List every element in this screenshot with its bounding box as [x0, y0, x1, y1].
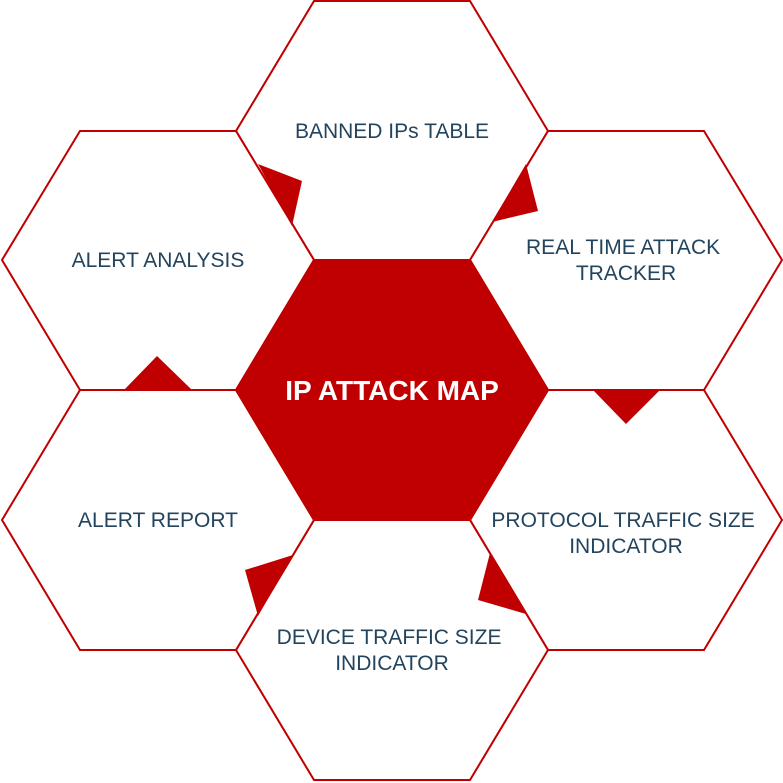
connector-triangle — [245, 555, 293, 616]
hex-protocol-traffic-size-indicator: PROTOCOL TRAFFIC SIZE INDICATOR — [468, 389, 783, 651]
protocol-traffic-size-indicator-label: PROTOCOL TRAFFIC SIZE INDICATOR — [491, 509, 760, 558]
alert-analysis-label: ALERT ANALYSIS — [72, 249, 245, 272]
connector-triangle — [478, 553, 526, 614]
banned-ips-table-label: BANNED IPs TABLE — [295, 120, 489, 143]
hex-real-time-attack-tracker: REAL TIME ATTACK TRACKER — [468, 130, 783, 391]
connector-triangle — [124, 356, 192, 390]
center-title: IP ATTACK MAP — [285, 375, 499, 406]
connector-triangle — [492, 164, 538, 222]
hex-center-ip-attack-map: IP ATTACK MAP — [234, 259, 550, 521]
connector-triangle — [258, 164, 302, 226]
alert-report-label: ALERT REPORT — [78, 509, 238, 532]
real-time-attack-tracker-label: REAL TIME ATTACK TRACKER — [526, 236, 726, 285]
device-traffic-size-indicator-label: DEVICE TRAFFIC SIZE INDICATOR — [277, 626, 508, 675]
connector-triangle — [593, 390, 660, 424]
